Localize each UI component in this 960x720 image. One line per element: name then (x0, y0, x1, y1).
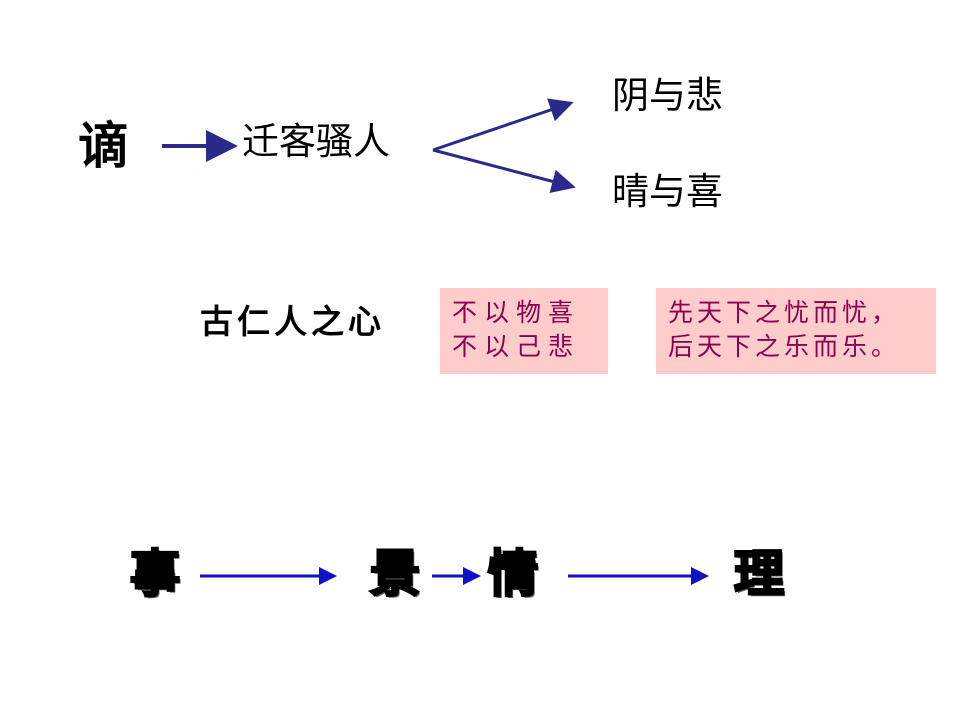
key-char: 谪 (78, 117, 128, 175)
subject-text: 迁客骚人 (242, 120, 390, 163)
quote-box-1-line2: 不以己悲 (452, 332, 581, 361)
bottom-char-li: 理 (733, 545, 786, 603)
bottom-char-qing: 情 (487, 545, 540, 603)
bottom-char-shi: 事 (129, 545, 182, 603)
arrow-branch-lower (432, 148, 576, 194)
quote-box-1-line1: 不以物喜 (452, 298, 581, 327)
branch-lower-text: 晴与喜 (612, 170, 723, 213)
bottom-char-jing: 景 (369, 545, 422, 603)
arrow-branch-upper (432, 98, 574, 152)
quote-box-2-line2: 后天下之乐而乐。 (668, 332, 901, 361)
branch-upper-text: 阴与悲 (612, 74, 723, 117)
quote-box-2-line1: 先天下之忧而忧， (668, 298, 901, 327)
quote-box-2: 先天下之忧而忧， 后天下之乐而乐。 (656, 288, 936, 374)
middle-label: 古仁人之心 (200, 302, 385, 341)
quote-box-1: 不以物喜 不以己悲 (440, 288, 608, 374)
